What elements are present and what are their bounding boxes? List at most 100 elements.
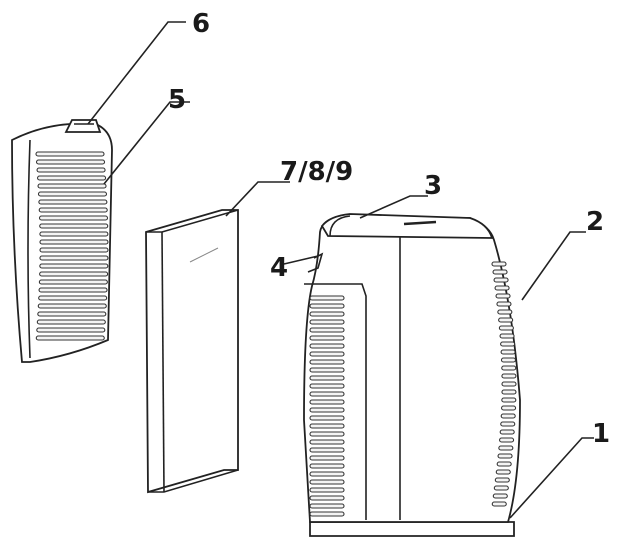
- grille-slot: [35, 159, 106, 165]
- grille-slot: [309, 431, 345, 437]
- grille-slot: [492, 493, 508, 499]
- grille-slot: [37, 175, 107, 181]
- grille-slot: [39, 263, 109, 269]
- grille-slot: [501, 365, 517, 371]
- grille-slot: [499, 437, 515, 443]
- label-1: 1: [592, 419, 610, 449]
- grille-slot: [501, 389, 517, 395]
- grille-slot: [498, 325, 514, 331]
- grille-slot: [495, 469, 511, 475]
- grille-slot: [38, 199, 108, 205]
- grille-slot: [497, 309, 513, 315]
- grille-slot: [309, 503, 345, 509]
- grille-slot: [39, 223, 109, 229]
- grille-slot: [309, 479, 345, 485]
- grille-slot: [498, 317, 514, 323]
- grille-slot: [495, 293, 511, 299]
- grille-slot: [491, 501, 507, 507]
- grille-slot: [309, 423, 345, 429]
- grille-slot: [501, 397, 517, 403]
- grille-slot: [493, 485, 509, 491]
- grille-slot: [39, 247, 109, 253]
- grille-slot: [309, 439, 345, 445]
- grille-slot: [494, 285, 510, 291]
- base: [309, 521, 515, 537]
- label-5: 5: [168, 85, 186, 115]
- grille-slot: [309, 471, 345, 477]
- grille-slot: [309, 359, 345, 365]
- main-unit: [303, 213, 521, 537]
- grille-slot: [39, 231, 109, 237]
- grille-slot: [309, 303, 345, 309]
- grille-slot: [501, 381, 517, 387]
- grille-slot: [500, 413, 516, 419]
- grille-slot: [498, 445, 514, 451]
- grille-slot: [500, 341, 516, 347]
- grille-slot: [499, 429, 515, 435]
- grille-slot: [309, 399, 345, 405]
- grille-slot: [500, 357, 517, 363]
- filter-block: [145, 209, 239, 494]
- front-grille: [11, 121, 113, 363]
- grille-slot: [309, 311, 345, 317]
- grille-slot: [309, 327, 345, 333]
- label-7-8-9: 7/8/9: [280, 157, 353, 187]
- grille-slot: [309, 455, 345, 461]
- grille-slot: [38, 287, 108, 293]
- grille-slot: [37, 303, 107, 309]
- grille-slot: [309, 295, 345, 301]
- label-6: 6: [192, 9, 210, 39]
- grille-slot: [496, 301, 512, 307]
- grille-slot: [501, 405, 517, 411]
- grille-slot: [309, 367, 345, 373]
- grille-slot: [491, 261, 507, 267]
- grille-slot: [309, 463, 345, 469]
- grille-slot: [309, 335, 345, 341]
- grille-slot: [492, 269, 508, 275]
- grille-slot: [500, 421, 516, 427]
- grille-slot: [37, 183, 107, 189]
- grille-slot: [37, 191, 108, 197]
- grille-slot: [309, 487, 345, 493]
- leader-lines: [87, 21, 594, 519]
- rear-grille-slots: [491, 261, 517, 507]
- front-grille-slots: [35, 151, 109, 341]
- grille-slot: [309, 391, 345, 397]
- grille-slot: [501, 373, 517, 379]
- label-4: 4: [270, 253, 288, 283]
- top-panel: [320, 213, 494, 239]
- grille-slot: [38, 207, 108, 213]
- grille-slot: [35, 335, 105, 341]
- grille-slot: [36, 167, 106, 173]
- label-3: 3: [424, 171, 442, 201]
- grille-slot: [497, 453, 513, 459]
- top-tab: [64, 119, 102, 133]
- grille-slot: [39, 239, 109, 245]
- grille-slot: [500, 349, 516, 355]
- grille-slot: [309, 351, 345, 357]
- grille-slot: [309, 495, 345, 501]
- grille-slot: [36, 327, 106, 333]
- latch: [307, 252, 324, 273]
- grille-slot: [309, 511, 345, 517]
- grille-slot: [309, 375, 345, 381]
- grille-slot: [309, 407, 345, 413]
- grille-slot: [35, 151, 105, 157]
- label-2: 2: [586, 207, 604, 237]
- grille-slot: [309, 319, 345, 325]
- grille-slot: [38, 279, 108, 285]
- grille-slot: [38, 295, 108, 301]
- grille-slot: [309, 343, 345, 349]
- grille-slot: [309, 447, 345, 453]
- grille-slot: [38, 215, 109, 221]
- grille-slot: [496, 461, 512, 467]
- grille-slot: [39, 271, 109, 277]
- grille-slot: [494, 477, 510, 483]
- grille-slot: [493, 277, 509, 283]
- side-grille-slots: [309, 295, 345, 517]
- grille-slot: [309, 415, 345, 421]
- grille-slot: [36, 319, 106, 325]
- grille-slot: [39, 255, 109, 261]
